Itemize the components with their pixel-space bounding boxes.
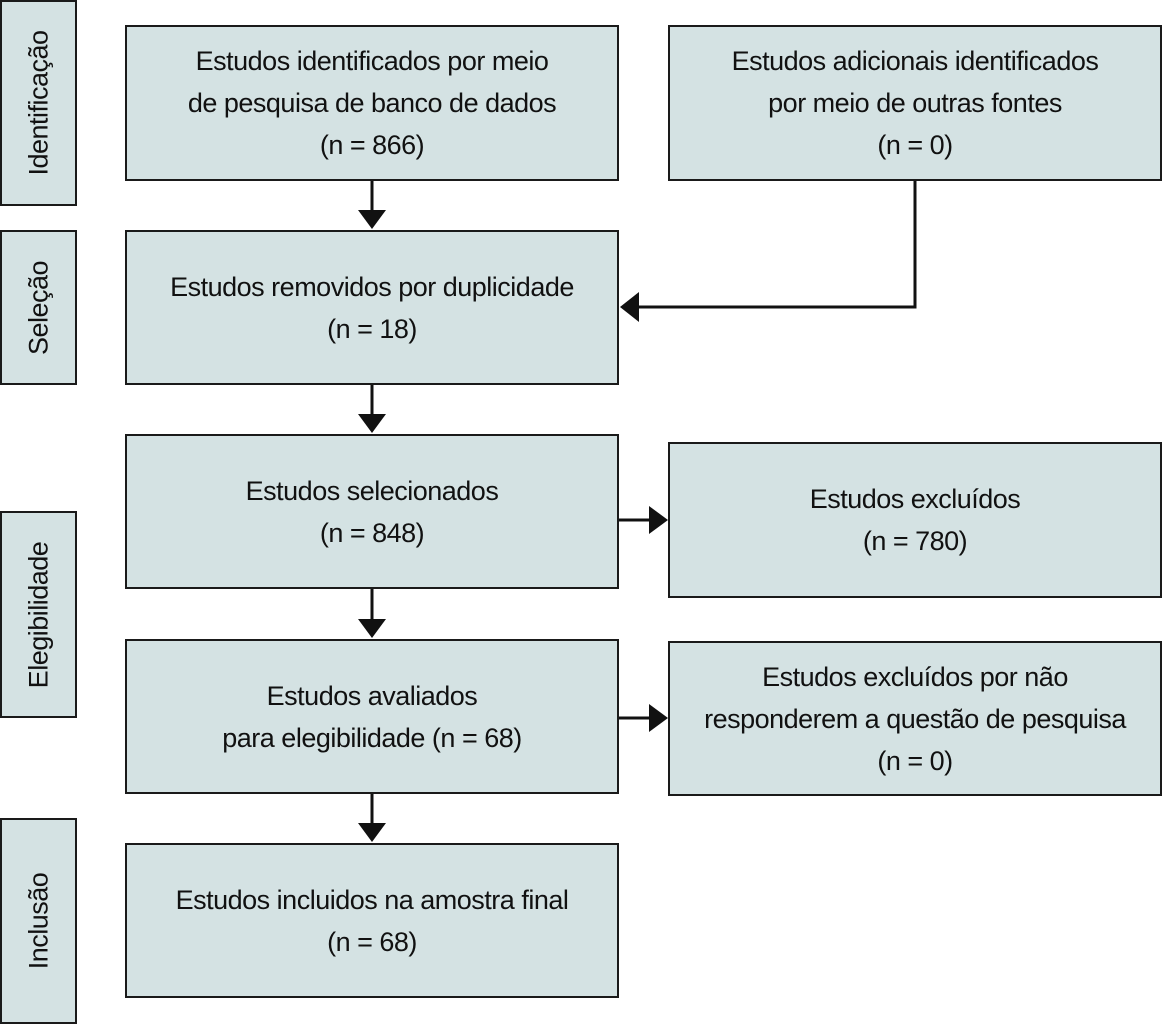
arrow-eligibility-to-excluded bbox=[619, 704, 668, 732]
box-other-sources: Estudos adicionais identificados por mei… bbox=[668, 25, 1162, 181]
box-excluded-not-answering-count: (n = 0) bbox=[877, 745, 953, 776]
box-selected: Estudos selecionados (n = 848) bbox=[125, 434, 619, 589]
box-excluded-not-answering: Estudos excluídos por não responderem a … bbox=[668, 641, 1162, 796]
arrow-db-to-duplicates bbox=[358, 181, 386, 229]
box-excluded: Estudos excluídos (n = 780) bbox=[668, 442, 1162, 598]
box-eligibility-assessed-line1: Estudos avaliados bbox=[266, 680, 478, 711]
arrow-other-to-duplicates bbox=[620, 181, 917, 322]
box-duplicates-removed: Estudos removidos por duplicidade (n = 1… bbox=[125, 230, 619, 385]
arrow-selected-to-excluded bbox=[619, 506, 668, 534]
box-included: Estudos incluidos na amostra final (n = … bbox=[125, 843, 619, 998]
arrow-selected-to-eligibility bbox=[358, 589, 386, 638]
box-included-count: (n = 68) bbox=[327, 926, 417, 957]
box-other-sources-line2: por meio de outras fontes bbox=[768, 88, 1062, 118]
box-db-search: Estudos identificados por meio de pesqui… bbox=[125, 25, 619, 181]
stage-inclusao: Inclusão bbox=[0, 818, 77, 1024]
stage-identificacao: Identificação bbox=[0, 0, 77, 206]
stage-selecao: Seleção bbox=[0, 230, 77, 385]
box-excluded-not-answering-line2: responderem a questão de pesquisa bbox=[704, 703, 1126, 734]
box-selected-line1: Estudos selecionados bbox=[245, 475, 499, 506]
box-excluded-count: (n = 780) bbox=[862, 526, 968, 556]
box-selected-count: (n = 848) bbox=[319, 517, 425, 548]
box-excluded-line1: Estudos excluídos bbox=[809, 484, 1021, 514]
box-db-search-line1: Estudos identificados por meio bbox=[195, 46, 549, 76]
arrow-duplicates-to-selected bbox=[358, 385, 386, 433]
box-other-sources-line1: Estudos adicionais identificados bbox=[731, 46, 1099, 76]
stage-elegibilidade: Elegibilidade bbox=[0, 511, 77, 718]
box-eligibility-assessed: Estudos avaliados para elegibilidade (n … bbox=[125, 639, 619, 794]
box-db-search-line2: de pesquisa de banco de dados bbox=[187, 88, 557, 118]
box-excluded-not-answering-line1: Estudos excluídos por não bbox=[762, 661, 1068, 692]
box-duplicates-removed-line1: Estudos removidos por duplicidade bbox=[170, 271, 574, 302]
box-included-line1: Estudos incluidos na amostra final bbox=[175, 884, 569, 915]
box-other-sources-count: (n = 0) bbox=[877, 130, 953, 160]
box-db-search-count: (n = 866) bbox=[319, 130, 425, 160]
box-eligibility-assessed-line2: para elegibilidade (n = 68) bbox=[222, 722, 522, 753]
box-duplicates-removed-count: (n = 18) bbox=[327, 313, 417, 344]
arrow-eligibility-to-included bbox=[358, 794, 386, 842]
